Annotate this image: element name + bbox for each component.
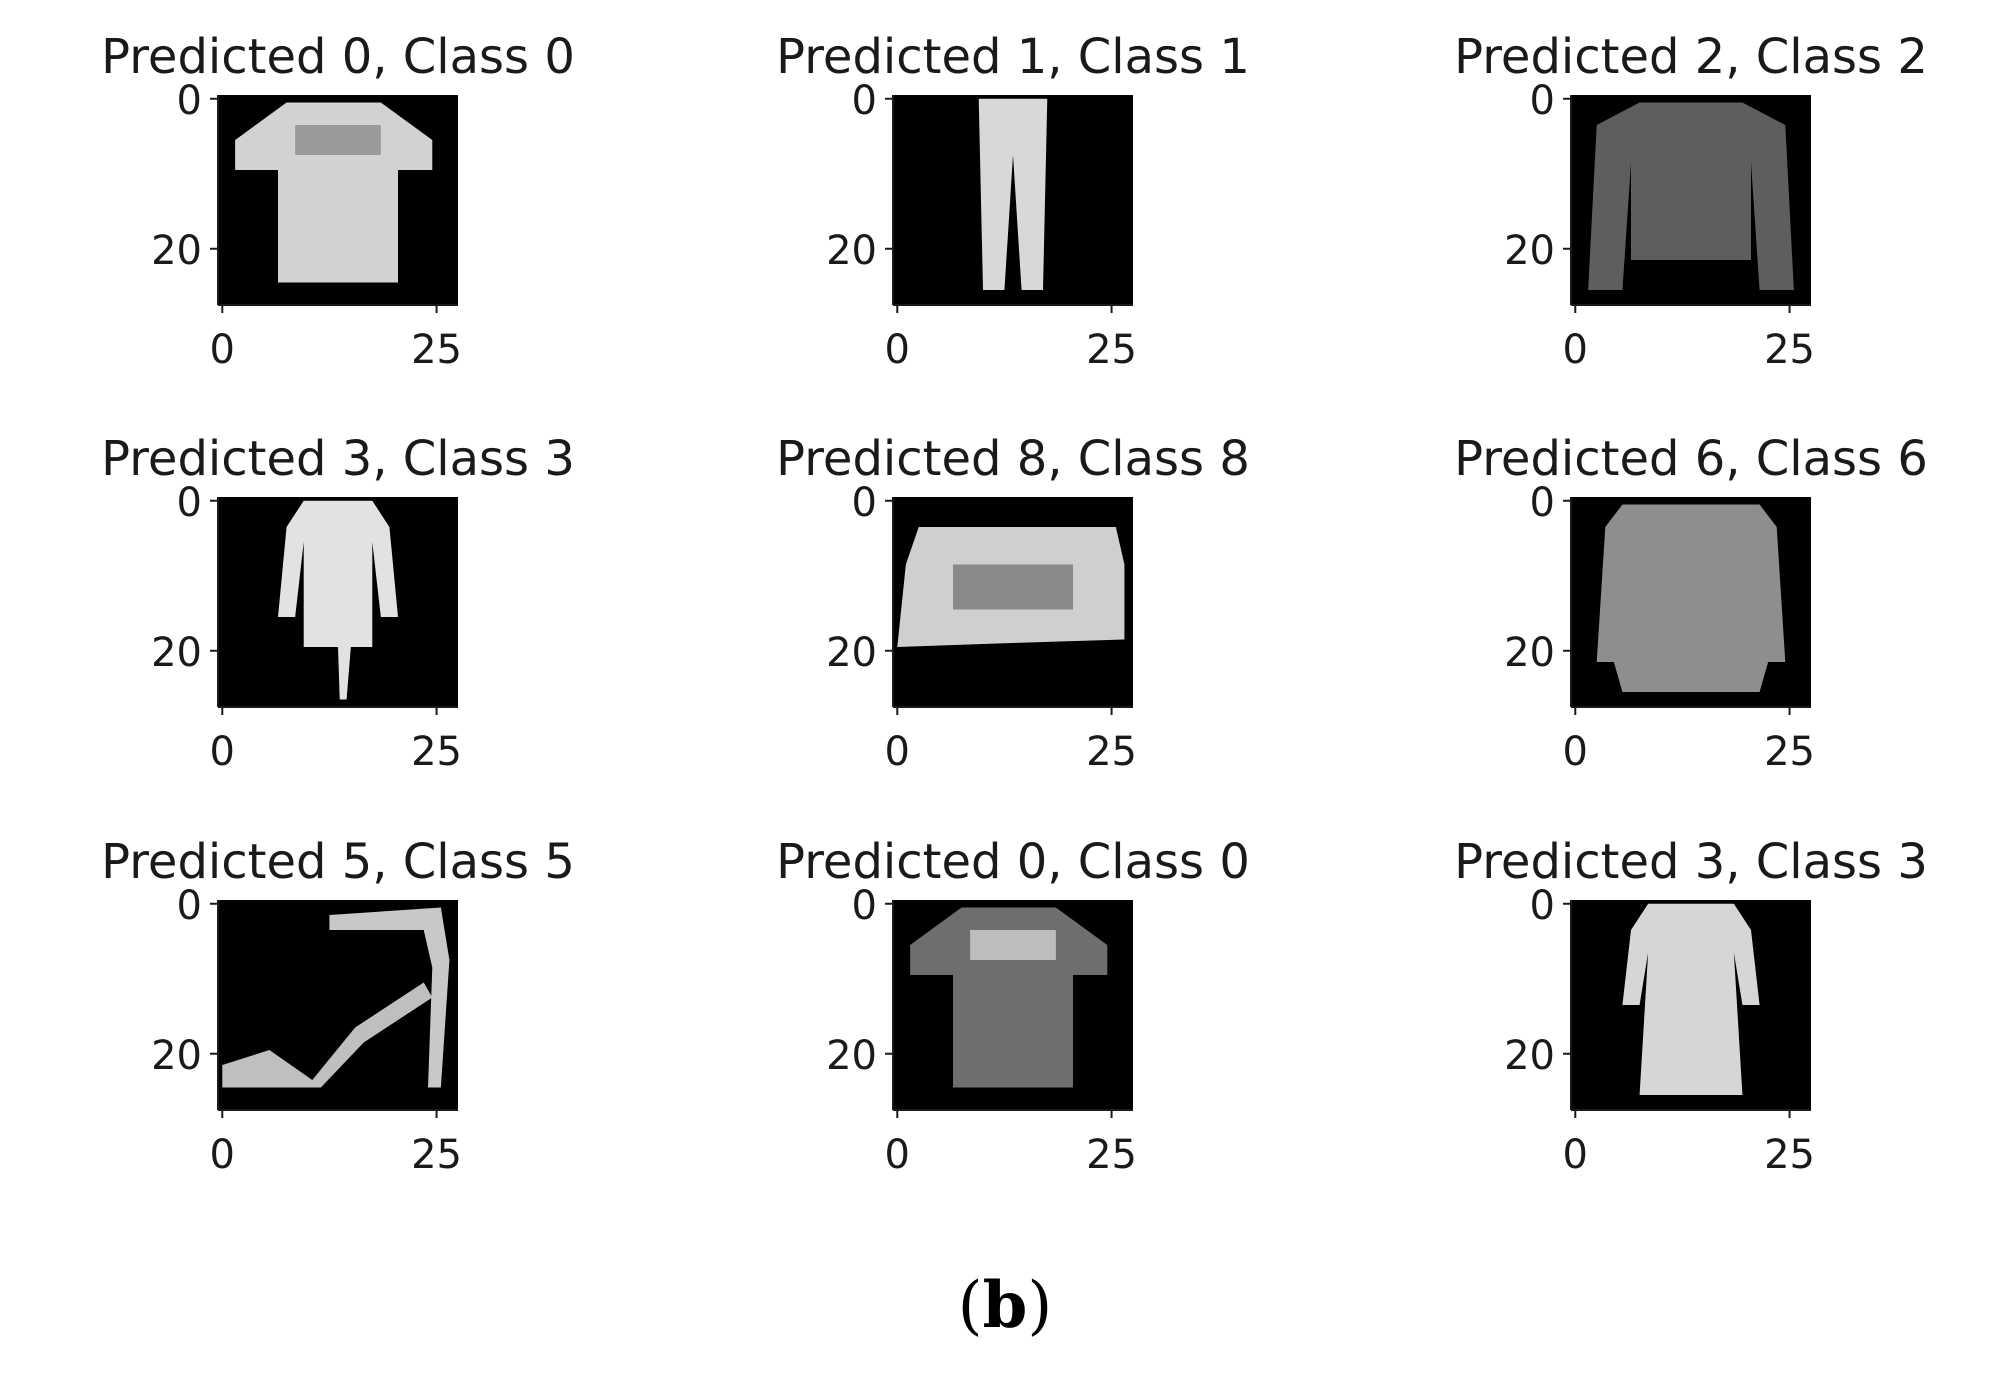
x-tick-label: 25 xyxy=(1086,327,1137,373)
clothing-image xyxy=(1588,102,1794,290)
y-tick-label: 0 xyxy=(1530,883,1555,929)
clothing-image xyxy=(222,907,450,1088)
y-tick-label: 20 xyxy=(826,228,877,274)
clothing-image xyxy=(235,102,433,283)
x-tick-label: 0 xyxy=(210,327,235,373)
panel-label: (b) xyxy=(957,1268,1053,1343)
shirt-silhouette xyxy=(1596,504,1786,692)
subplot-title: Predicted 5, Class 5 xyxy=(101,834,575,890)
clothing-image xyxy=(1622,903,1760,1095)
x-tick-label: 25 xyxy=(1086,1132,1137,1178)
subplot-title: Predicted 3, Class 3 xyxy=(1454,834,1928,890)
tshirt-silhouette xyxy=(910,907,1108,1088)
y-tick-label: 0 xyxy=(852,883,877,929)
subplot-title: Predicted 0, Class 0 xyxy=(101,29,575,85)
panel-label-letter: b xyxy=(982,1268,1028,1343)
tshirt-print xyxy=(295,125,381,155)
x-tick-label: 0 xyxy=(885,327,910,373)
clothing-image xyxy=(1596,504,1786,692)
x-tick-label: 25 xyxy=(1764,327,1815,373)
y-tick-label: 20 xyxy=(1504,630,1555,676)
y-tick-label: 0 xyxy=(177,480,202,526)
subplot-title: Predicted 2, Class 2 xyxy=(1454,29,1928,85)
y-tick-label: 0 xyxy=(1530,480,1555,526)
y-tick-label: 0 xyxy=(852,78,877,124)
sandal-strap xyxy=(329,907,450,1088)
x-tick-label: 0 xyxy=(210,729,235,775)
y-tick-label: 0 xyxy=(177,883,202,929)
clothing-image xyxy=(897,527,1125,647)
y-tick-label: 20 xyxy=(151,228,202,274)
clothing-image xyxy=(278,500,398,700)
subplot-title: Predicted 1, Class 1 xyxy=(776,29,1250,85)
x-tick-label: 25 xyxy=(1086,729,1137,775)
y-tick-label: 20 xyxy=(151,1033,202,1079)
x-tick-label: 25 xyxy=(1764,1132,1815,1178)
subplot-title: Predicted 3, Class 3 xyxy=(101,431,575,487)
y-tick-label: 20 xyxy=(826,630,877,676)
pullover-silhouette xyxy=(1588,102,1794,290)
x-tick-label: 25 xyxy=(411,1132,462,1178)
dress-silhouette xyxy=(1622,903,1760,1095)
x-tick-label: 0 xyxy=(210,1132,235,1178)
clothing-image xyxy=(978,98,1048,290)
y-tick-label: 20 xyxy=(151,630,202,676)
subplot-title: Predicted 0, Class 0 xyxy=(776,834,1250,890)
x-tick-label: 0 xyxy=(1563,729,1588,775)
y-tick-label: 0 xyxy=(852,480,877,526)
subplot-title: Predicted 8, Class 8 xyxy=(776,431,1250,487)
y-tick-label: 0 xyxy=(177,78,202,124)
y-tick-label: 20 xyxy=(1504,228,1555,274)
bag-print xyxy=(953,564,1073,610)
x-tick-label: 0 xyxy=(885,1132,910,1178)
y-tick-label: 20 xyxy=(1504,1033,1555,1079)
x-tick-label: 25 xyxy=(411,327,462,373)
y-tick-label: 0 xyxy=(1530,78,1555,124)
tshirt-silhouette xyxy=(235,102,433,283)
sandal-sole xyxy=(222,982,433,1088)
trouser-silhouette xyxy=(978,98,1048,290)
x-tick-label: 25 xyxy=(411,729,462,775)
x-tick-label: 0 xyxy=(1563,327,1588,373)
x-tick-label: 25 xyxy=(1764,729,1815,775)
dress-silhouette xyxy=(278,500,398,700)
x-tick-label: 0 xyxy=(1563,1132,1588,1178)
subplot-title: Predicted 6, Class 6 xyxy=(1454,431,1928,487)
y-tick-label: 20 xyxy=(826,1033,877,1079)
clothing-image xyxy=(910,907,1108,1088)
tshirt-print xyxy=(970,930,1056,960)
x-tick-label: 0 xyxy=(885,729,910,775)
